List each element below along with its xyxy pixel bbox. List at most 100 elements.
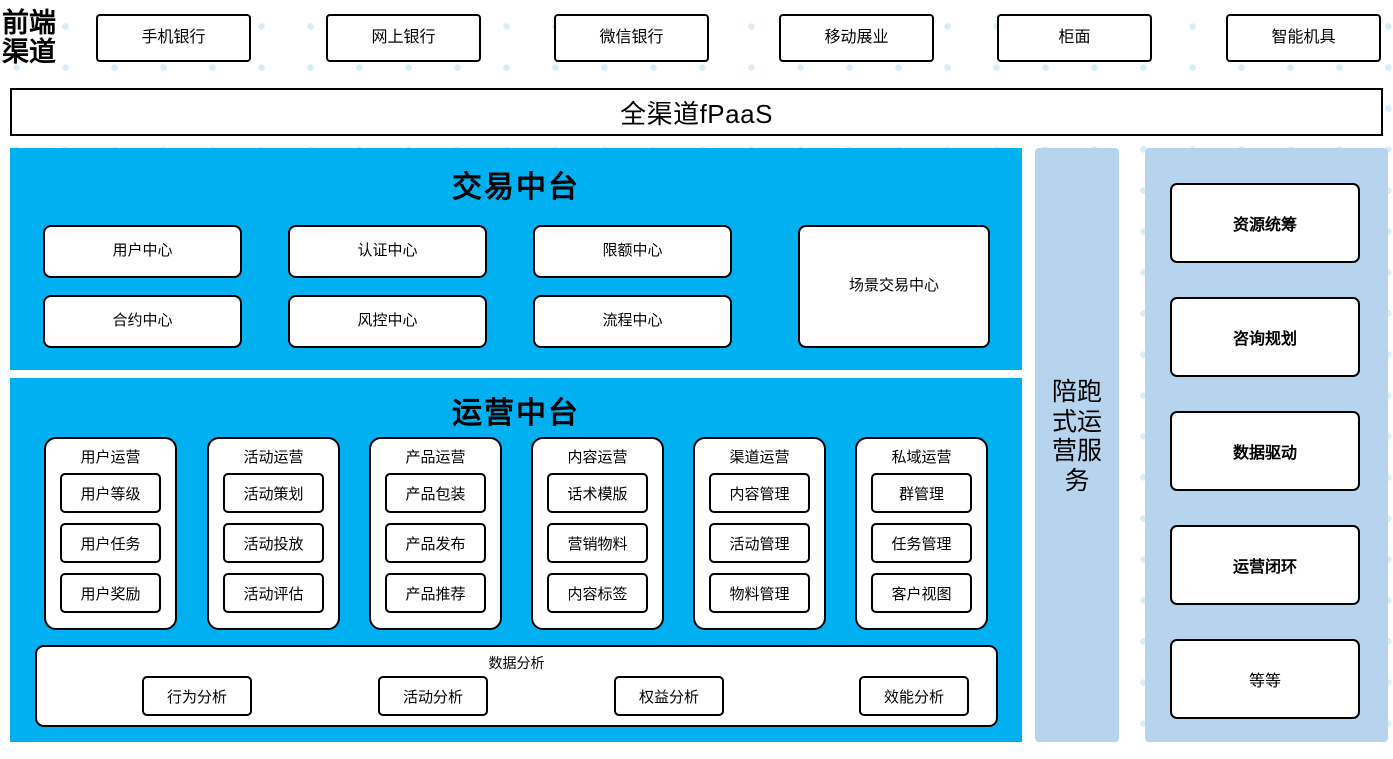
operation-item-label: 用户等级 bbox=[80, 485, 141, 503]
operation-item-4-0[interactable]: 内容管理 bbox=[709, 473, 810, 513]
capability-card-label: 数据驱动 bbox=[1232, 445, 1297, 462]
operation-item-0-2[interactable]: 用户奖励 bbox=[60, 573, 161, 613]
companion-service-label: 陪跑式运营服务 bbox=[1051, 378, 1102, 495]
operation-item-1-0[interactable]: 活动策划 bbox=[223, 473, 324, 513]
analysis-item-3[interactable]: 效能分析 bbox=[859, 676, 969, 716]
operation-item-label: 话术模版 bbox=[567, 485, 628, 503]
channel-box-4[interactable]: 柜面 bbox=[997, 14, 1152, 62]
trade-center-label: 合约中心 bbox=[112, 312, 173, 330]
operation-item-label: 产品推荐 bbox=[405, 585, 466, 603]
trade-center-4[interactable]: 风控中心 bbox=[288, 295, 487, 348]
operation-item-label: 活动评估 bbox=[243, 585, 304, 603]
capability-card-2[interactable]: 数据驱动 bbox=[1170, 411, 1360, 491]
trade-center-label: 用户中心 bbox=[112, 242, 173, 260]
fpaas-label: 全渠道fPaaS bbox=[620, 98, 773, 129]
operation-group-title: 用户运营 bbox=[80, 449, 141, 466]
operation-item-label: 营销物料 bbox=[567, 535, 628, 553]
operation-group-4: 渠道运营内容管理活动管理物料管理 bbox=[693, 437, 826, 630]
operation-item-label: 产品包装 bbox=[405, 485, 466, 503]
trade-center-2[interactable]: 限额中心 bbox=[533, 225, 732, 278]
operation-item-3-0[interactable]: 话术模版 bbox=[547, 473, 648, 513]
operation-group-title: 活动运营 bbox=[243, 449, 304, 466]
operation-group-2: 产品运营产品包装产品发布产品推荐 bbox=[369, 437, 502, 630]
channel-box-5[interactable]: 智能机具 bbox=[1226, 14, 1381, 62]
operation-item-label: 用户奖励 bbox=[80, 585, 141, 603]
trade-center-label: 风控中心 bbox=[357, 312, 418, 330]
operation-item-4-1[interactable]: 活动管理 bbox=[709, 523, 810, 563]
operation-item-1-1[interactable]: 活动投放 bbox=[223, 523, 324, 563]
capability-card-label: 咨询规划 bbox=[1232, 331, 1297, 348]
operation-item-label: 任务管理 bbox=[891, 535, 952, 553]
trade-platform-title: 交易中台 bbox=[452, 171, 580, 204]
operation-item-1-2[interactable]: 活动评估 bbox=[223, 573, 324, 613]
operation-item-label: 活动投放 bbox=[243, 535, 304, 553]
analysis-item-0[interactable]: 行为分析 bbox=[142, 676, 252, 716]
operation-item-5-1[interactable]: 任务管理 bbox=[871, 523, 972, 563]
capability-card-label: 资源统筹 bbox=[1232, 217, 1297, 234]
trade-center-0[interactable]: 用户中心 bbox=[43, 225, 242, 278]
channel-box-label: 网上银行 bbox=[371, 29, 436, 46]
trade-center-label: 流程中心 bbox=[602, 312, 663, 330]
operation-group-3: 内容运营话术模版营销物料内容标签 bbox=[531, 437, 664, 630]
channel-box-label: 柜面 bbox=[1058, 29, 1091, 46]
operation-item-0-1[interactable]: 用户任务 bbox=[60, 523, 161, 563]
operation-item-2-0[interactable]: 产品包装 bbox=[385, 473, 486, 513]
trade-center-6[interactable]: 场景交易中心 bbox=[798, 225, 990, 348]
front-channel-label-line1: 前端 bbox=[2, 8, 56, 39]
operation-item-2-2[interactable]: 产品推荐 bbox=[385, 573, 486, 613]
channel-box-0[interactable]: 手机银行 bbox=[96, 14, 251, 62]
analysis-item-1[interactable]: 活动分析 bbox=[378, 676, 488, 716]
analysis-item-2[interactable]: 权益分析 bbox=[614, 676, 724, 716]
channel-box-1[interactable]: 网上银行 bbox=[326, 14, 481, 62]
operation-item-5-0[interactable]: 群管理 bbox=[871, 473, 972, 513]
companion-service-column bbox=[1035, 148, 1119, 742]
trade-center-3[interactable]: 合约中心 bbox=[43, 295, 242, 348]
operation-item-5-2[interactable]: 客户视图 bbox=[871, 573, 972, 613]
operation-group-title: 私域运营 bbox=[891, 449, 952, 466]
data-analysis-title: 数据分析 bbox=[488, 655, 545, 671]
operation-item-2-1[interactable]: 产品发布 bbox=[385, 523, 486, 563]
operation-group-title: 产品运营 bbox=[405, 449, 466, 466]
trade-center-label: 限额中心 bbox=[602, 242, 663, 260]
operation-group-title: 内容运营 bbox=[567, 449, 628, 466]
capability-card-1[interactable]: 咨询规划 bbox=[1170, 297, 1360, 377]
channel-box-label: 微信银行 bbox=[599, 29, 664, 46]
operation-group-5: 私域运营群管理任务管理客户视图 bbox=[855, 437, 988, 630]
capability-card-0[interactable]: 资源统筹 bbox=[1170, 183, 1360, 263]
operation-group-0: 用户运营用户等级用户任务用户奖励 bbox=[44, 437, 177, 630]
trade-center-label: 认证中心 bbox=[357, 242, 418, 260]
analysis-item-label: 行为分析 bbox=[166, 688, 227, 706]
operation-item-label: 内容标签 bbox=[567, 585, 628, 603]
channel-box-3[interactable]: 移动展业 bbox=[779, 14, 934, 62]
capability-card-label: 运营闭环 bbox=[1232, 559, 1297, 576]
channel-box-2[interactable]: 微信银行 bbox=[554, 14, 709, 62]
operation-item-3-2[interactable]: 内容标签 bbox=[547, 573, 648, 613]
analysis-item-label: 权益分析 bbox=[638, 688, 699, 706]
capability-card-3[interactable]: 运营闭环 bbox=[1170, 525, 1360, 605]
data-analysis-strip: 数据分析 行为分析 活动分析 权益分析 效能分析 bbox=[35, 645, 998, 727]
operation-item-label: 群管理 bbox=[898, 485, 944, 503]
operation-group-title: 渠道运营 bbox=[729, 449, 790, 466]
operation-item-3-1[interactable]: 营销物料 bbox=[547, 523, 648, 563]
channel-box-label: 手机银行 bbox=[141, 29, 206, 46]
capability-card-label: 等等 bbox=[1248, 673, 1281, 690]
trade-center-5[interactable]: 流程中心 bbox=[533, 295, 732, 348]
trade-center-label: 场景交易中心 bbox=[848, 277, 939, 295]
operation-item-label: 用户任务 bbox=[80, 535, 141, 553]
trade-center-1[interactable]: 认证中心 bbox=[288, 225, 487, 278]
front-channel-label-line2: 渠道 bbox=[2, 37, 56, 67]
fpaas-bar[interactable]: 全渠道fPaaS bbox=[10, 88, 1383, 136]
operation-item-label: 内容管理 bbox=[729, 485, 790, 503]
operation-item-label: 客户视图 bbox=[891, 585, 952, 603]
operation-item-label: 活动策划 bbox=[243, 485, 304, 503]
analysis-item-label: 活动分析 bbox=[402, 688, 463, 706]
operation-group-1: 活动运营活动策划活动投放活动评估 bbox=[207, 437, 340, 630]
capability-card-4[interactable]: 等等 bbox=[1170, 639, 1360, 719]
operation-item-0-0[interactable]: 用户等级 bbox=[60, 473, 161, 513]
channel-box-label: 移动展业 bbox=[824, 29, 889, 46]
channel-box-label: 智能机具 bbox=[1271, 29, 1336, 46]
operation-item-4-2[interactable]: 物料管理 bbox=[709, 573, 810, 613]
operation-item-label: 产品发布 bbox=[405, 535, 466, 553]
operation-item-label: 活动管理 bbox=[729, 535, 790, 553]
